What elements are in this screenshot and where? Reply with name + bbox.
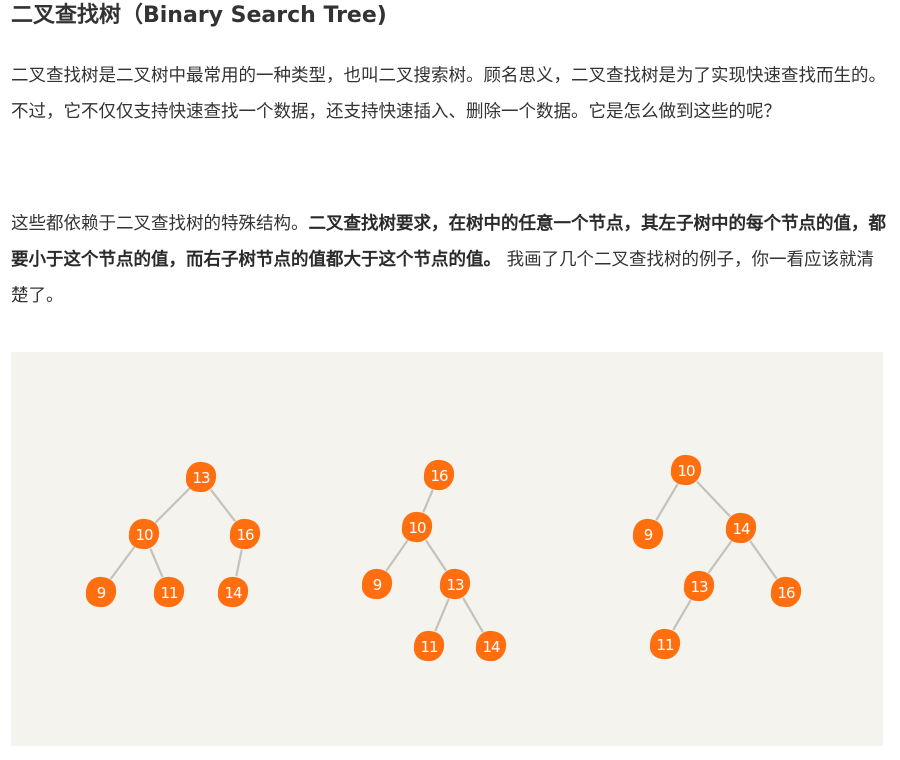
tree-1-edge — [154, 487, 191, 524]
node-circle — [85, 576, 117, 608]
tree-node-10: 10 — [128, 518, 160, 550]
tree-2-edge — [434, 598, 450, 632]
node-circle — [439, 568, 471, 600]
tree-node-14: 14 — [217, 576, 249, 608]
node-circle — [770, 576, 802, 608]
tree-node-13: 13 — [683, 570, 715, 602]
tree-node-9: 9 — [361, 568, 393, 600]
node-circle — [361, 568, 393, 600]
node-value-label: 13 — [690, 578, 708, 596]
tree-3-edge — [749, 540, 778, 580]
node-value-label: 14 — [732, 520, 750, 538]
node-circle — [401, 511, 433, 543]
node-circle — [632, 518, 664, 550]
node-value-label: 11 — [160, 584, 178, 602]
tree-3-edge — [672, 599, 692, 631]
node-circle — [185, 461, 217, 493]
node-value-label: 11 — [656, 636, 674, 654]
tree-node-13: 13 — [439, 568, 471, 600]
tree-1-edge — [210, 489, 236, 522]
tree-2-edge — [422, 489, 434, 513]
node-circle — [475, 630, 507, 662]
node-value-label: 11 — [420, 638, 438, 656]
node-circle — [128, 518, 160, 550]
definition-intro-text: 这些都依赖于二叉查找树的特殊结构。 — [11, 214, 309, 234]
tree-1-edge — [149, 548, 164, 578]
node-value-label: 10 — [135, 526, 153, 544]
tree-2-edge — [462, 597, 484, 633]
node-circle — [670, 454, 702, 486]
tree-node-11: 11 — [413, 630, 445, 662]
node-value-label: 13 — [192, 469, 210, 487]
node-value-label: 9 — [97, 584, 106, 602]
node-circle — [649, 628, 681, 660]
tree-node-10: 10 — [401, 511, 433, 543]
tree-3-edge — [655, 483, 679, 521]
node-value-label: 14 — [482, 638, 500, 656]
node-value-label: 10 — [677, 462, 695, 480]
tree-3-edge — [696, 481, 731, 517]
node-circle — [683, 570, 715, 602]
node-value-label: 16 — [236, 526, 254, 544]
tree-node-13: 13 — [185, 461, 217, 493]
definition-paragraph: 这些都依赖于二叉查找树的特殊结构。二叉查找树要求，在树中的任意一个节点，其左子树… — [11, 206, 889, 314]
node-value-label: 10 — [408, 519, 426, 537]
tree-2-edge — [385, 539, 409, 572]
tree-node-14: 14 — [725, 512, 757, 544]
tree-2: 16 10 9 13 11 14 — [361, 459, 507, 662]
node-circle — [153, 576, 185, 608]
node-value-label: 16 — [430, 467, 448, 485]
tree-node-16: 16 — [423, 459, 455, 491]
tree-1: 13 10 16 9 11 14 — [85, 461, 261, 608]
node-value-label: 16 — [777, 584, 795, 602]
tree-node-9: 9 — [632, 518, 664, 550]
tree-2-edge — [425, 540, 447, 571]
tree-1-edge — [110, 546, 135, 580]
tree-node-11: 11 — [649, 628, 681, 660]
tree-node-11: 11 — [153, 576, 185, 608]
node-value-label: 9 — [644, 526, 653, 544]
node-value-label: 9 — [373, 576, 382, 594]
node-circle — [229, 518, 261, 550]
node-value-label: 14 — [224, 584, 242, 602]
article-heading: 二叉查找树（Binary Search Tree) — [11, 3, 387, 28]
tree-node-14: 14 — [475, 630, 507, 662]
bst-examples-figure: 13 10 16 9 11 14 16 10 9 13 11 14 10 9 14 13 16 11 — [11, 352, 883, 746]
tree-node-16: 16 — [229, 518, 261, 550]
node-value-label: 13 — [446, 576, 464, 594]
definition-tail-text: 我画了几个二叉查找树的例子，你一看应该就清楚了。 — [11, 250, 875, 306]
tree-node-16: 16 — [770, 576, 802, 608]
node-circle — [725, 512, 757, 544]
node-circle — [413, 630, 445, 662]
node-circle — [217, 576, 249, 608]
tree-3-edge — [707, 540, 733, 574]
node-circle — [423, 459, 455, 491]
bst-examples-diagram: 13 10 16 9 11 14 16 10 9 13 11 14 10 9 14 13 16 11 — [85, 454, 802, 662]
tree-3: 10 9 14 13 16 11 — [632, 454, 802, 660]
intro-paragraph: 二叉查找树是二叉树中最常用的一种类型，也叫二叉搜索树。顾名思义，二叉查找树是为了… — [11, 66, 886, 122]
tree-node-9: 9 — [85, 576, 117, 608]
tree-1-edge — [235, 549, 243, 577]
tree-node-10: 10 — [670, 454, 702, 486]
definition-bold-rule: 二叉查找树要求，在树中的任意一个节点，其左子树中的每个节点的值，都要小于这个节点… — [11, 214, 886, 270]
